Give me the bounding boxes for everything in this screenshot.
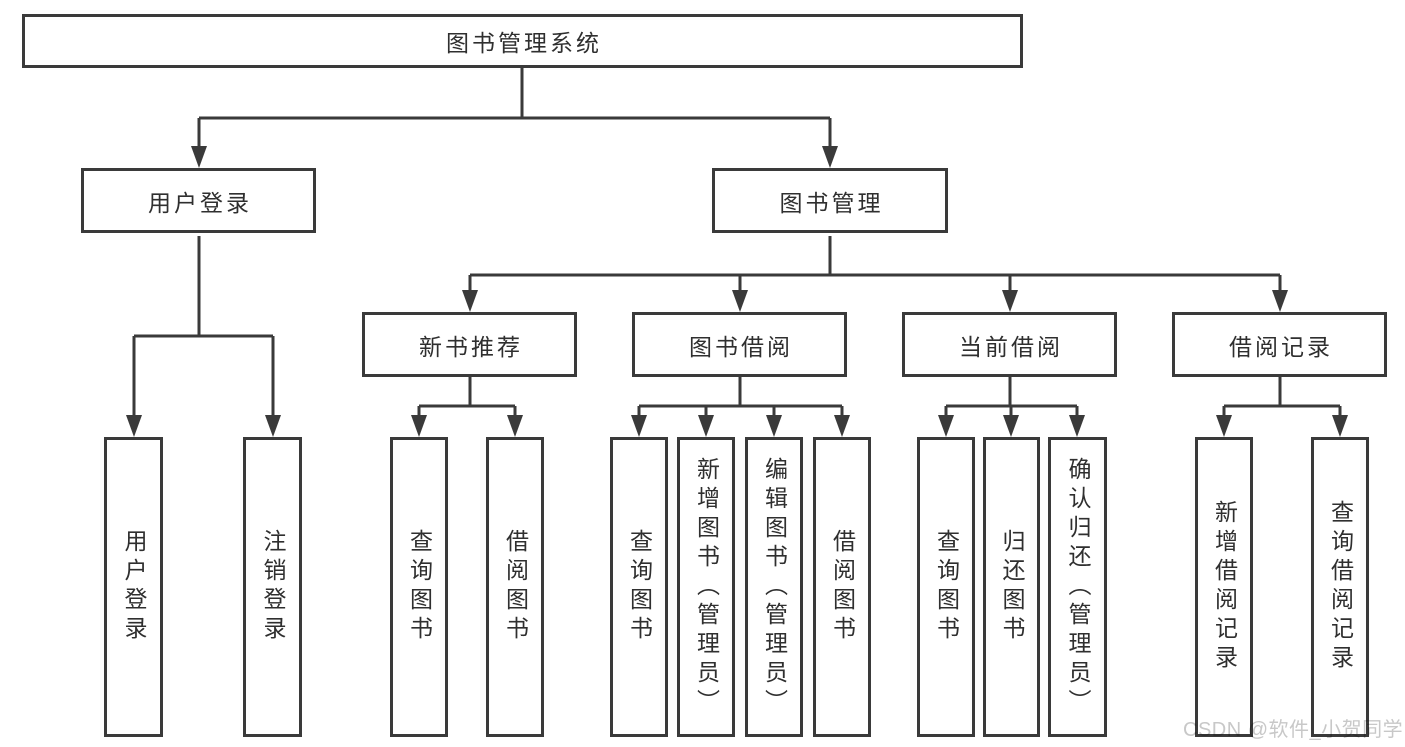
arrowheads (126, 146, 1348, 437)
node-borrow-records: 借阅记录 (1172, 312, 1387, 377)
leaf-borrow-books: 借阅图书 (813, 437, 871, 737)
node-current-borrow: 当前借阅 (902, 312, 1117, 377)
node-label: 当前借阅 (959, 333, 1063, 360)
node-label: 用户登录 (148, 189, 252, 216)
leaf-add-borrow-record: 新增借阅记录 (1195, 437, 1253, 737)
leaf-edit-book-admin: 编辑图书（管理员） (745, 437, 803, 737)
leaf-query-books-borrow: 查询图书 (610, 437, 668, 737)
node-label: 注销登录 (260, 529, 286, 645)
node-label: 查询图书 (406, 529, 433, 645)
node-label: 借阅图书 (829, 529, 856, 645)
leaf-borrow-books-recommend: 借阅图书 (486, 437, 544, 737)
node-book-borrow: 图书借阅 (632, 312, 847, 377)
node-label: 新增图书（管理员） (693, 456, 720, 718)
leaf-add-book-admin: 新增图书（管理员） (677, 437, 735, 737)
node-label: 新书推荐 (419, 333, 523, 360)
leaf-user-login: 用户登录 (104, 437, 163, 737)
node-label: 编辑图书（管理员） (761, 456, 788, 718)
leaf-confirm-return-admin: 确认归还（管理员） (1048, 437, 1107, 737)
node-label: 归还图书 (999, 529, 1025, 645)
leaf-logout: 注销登录 (243, 437, 302, 737)
node-label: 确认归还（管理员） (1065, 456, 1091, 718)
node-label: 图书管理 (779, 189, 884, 216)
node-label: 查询借阅记录 (1327, 500, 1354, 674)
node-book-management: 图书管理 (712, 168, 948, 233)
leaf-query-borrow-record: 查询借阅记录 (1311, 437, 1369, 737)
leaf-query-books-recommend: 查询图书 (390, 437, 448, 737)
node-root-library-management-system: 图书管理系统 (22, 14, 1023, 68)
leaf-return-book: 归还图书 (983, 437, 1040, 737)
node-label: 新增借阅记录 (1211, 500, 1238, 674)
node-label: 借阅图书 (502, 529, 529, 645)
node-label: 图书借阅 (689, 333, 793, 360)
node-label: 查询图书 (933, 529, 960, 645)
node-new-book-recommend: 新书推荐 (362, 312, 577, 377)
node-label: 查询图书 (626, 529, 653, 645)
csdn-watermark: CSDN @软件_小贺同学 (1183, 719, 1404, 741)
node-label: 借阅记录 (1229, 333, 1333, 360)
leaf-query-books-current: 查询图书 (917, 437, 975, 737)
node-label: 图书管理系统 (446, 30, 602, 56)
node-label: 用户登录 (121, 529, 147, 645)
node-user-login: 用户登录 (81, 168, 316, 233)
